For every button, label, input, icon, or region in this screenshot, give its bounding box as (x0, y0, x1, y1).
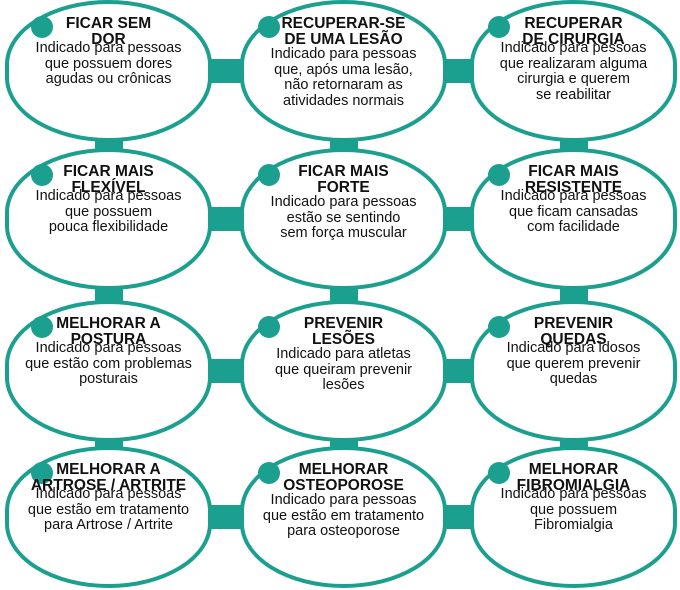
card-description: Indicado para pessoas que ficam cansadas… (500, 188, 647, 235)
bullet-dot-icon (258, 16, 280, 38)
card-title: RECUPERAR DE CIRURGIA (522, 15, 625, 48)
card-description: Indicado para pessoas que estão em trata… (27, 486, 190, 533)
card-description: Indicado para pessoas que possuem Fibrom… (500, 486, 647, 533)
card-title: FICAR MAIS RESISTENTE (524, 163, 623, 196)
card-title: PREVENIR QUEDAS (533, 315, 614, 348)
card-description: Indicado para pessoas que realizaram alg… (499, 40, 648, 103)
card-title: MELHORAR A POSTURA (56, 315, 161, 348)
card-description: Indicado para pessoas que possuem pouca … (35, 188, 182, 235)
bullet-dot-icon (31, 16, 53, 38)
card-description: Indicado para atletas que queiram preven… (274, 346, 413, 393)
bullet-dot-icon (258, 462, 280, 484)
bullet-dot-icon (488, 316, 510, 338)
card-description: Indicado para pessoas que, após uma lesã… (270, 46, 417, 109)
card-title: RECUPERAR-SE DE UMA LESÃO (281, 15, 406, 48)
card-title: FICAR SEM DOR (65, 15, 152, 48)
card-title: MELHORAR A ARTROSE / ARTRITE (30, 461, 187, 494)
bullet-dot-icon (258, 164, 280, 186)
bullet-dot-icon (31, 316, 53, 338)
card-description: Indicado para pessoas que possuem dores … (35, 40, 182, 87)
bullet-dot-icon (31, 462, 53, 484)
card-description: Indicado para pessoas que estão em trata… (262, 492, 425, 539)
card-description: Indicado para pessoas que estão com prob… (25, 340, 192, 387)
card-title: PREVENIR LESÕES (303, 315, 384, 348)
card-description: Indicado para idosos que querem prevenir… (506, 340, 641, 387)
bullet-dot-icon (31, 164, 53, 186)
card-title: FICAR MAIS FLEXÍVEL (63, 163, 154, 196)
bullet-dot-icon (488, 16, 510, 38)
bullet-dot-icon (488, 164, 510, 186)
bullet-dot-icon (488, 462, 510, 484)
card-title: MELHORAR OSTEOPOROSE (283, 461, 404, 494)
bullet-dot-icon (258, 316, 280, 338)
card-title: MELHORAR FIBROMIALGIA (516, 461, 631, 494)
card-description: Indicado para pessoas estão se sentindo … (270, 194, 417, 241)
card-title: FICAR MAIS FORTE (298, 163, 389, 196)
